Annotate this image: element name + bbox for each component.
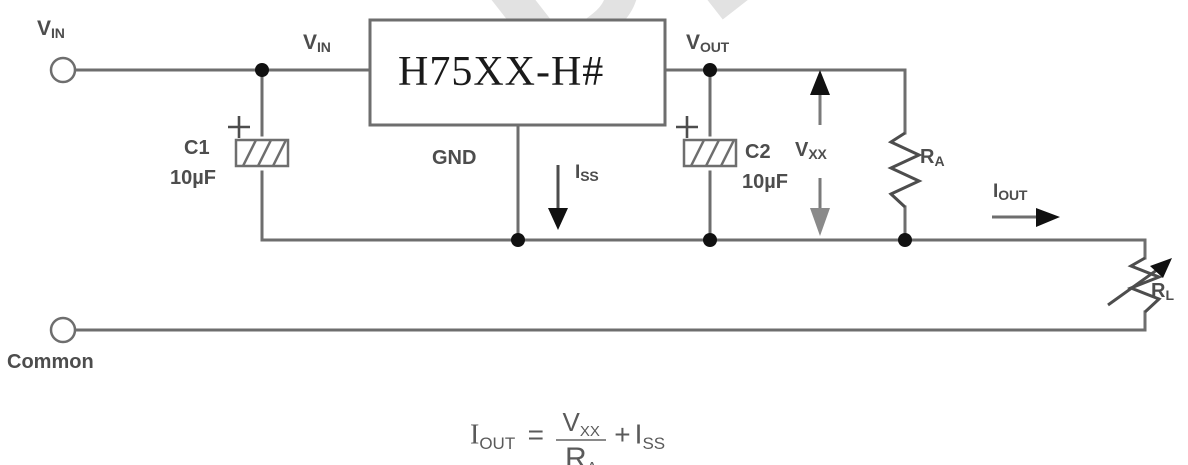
formula-equals: = — [527, 418, 545, 450]
c2-designator-label: C2 — [745, 141, 771, 163]
formula-numerator: V — [562, 407, 580, 437]
formula-fraction-bar — [556, 439, 606, 441]
formula-addend-sub: SS — [642, 433, 666, 453]
ra-designator-label: RA — [920, 146, 945, 169]
vin-pin-label-main: V — [303, 31, 318, 54]
formula-fraction: VXX RA — [556, 407, 606, 465]
formula-plus: + — [614, 418, 631, 450]
iout-label-sub: OUT — [998, 187, 1028, 203]
iss-label-main: I — [575, 162, 581, 183]
vout-pin-label-main: V — [686, 31, 701, 54]
c1-value-label: 10µF — [170, 167, 216, 189]
resistor-rl-symbol — [1107, 256, 1172, 314]
vxx-label-sub: XX — [808, 146, 827, 162]
vin-pin-label: VIN — [303, 31, 331, 55]
vout-pin-label-sub: OUT — [700, 39, 729, 55]
c2-value-label: 10µF — [742, 171, 788, 193]
ic-part-number-text: H75XX-H# — [398, 49, 605, 95]
vxx-voltage-label: VXX — [795, 139, 827, 162]
ra-label-main: R — [920, 146, 935, 168]
iout-label-main: I — [993, 181, 999, 202]
node-gnd-rail — [511, 233, 525, 247]
iout-current-label: IOUT — [993, 181, 1028, 203]
node-vin — [255, 63, 269, 77]
formula-numerator-sub: XX — [579, 423, 600, 440]
gnd-pin-label: GND — [432, 147, 477, 169]
formula-addend: I — [634, 418, 643, 450]
capacitor-c1-symbol — [228, 116, 290, 168]
iss-current-arrow — [548, 165, 568, 230]
vin-pin-label-sub: IN — [317, 39, 331, 55]
rl-label-main: R — [1151, 280, 1166, 302]
common-terminal-label: Common — [7, 351, 94, 373]
vin-source-label-main: V — [37, 17, 52, 40]
node-vout — [703, 63, 717, 77]
formula-denominator: R — [564, 442, 587, 465]
formula-lhs: I — [470, 419, 480, 451]
formula-denominator-sub: A — [587, 460, 598, 465]
vin-source-label-sub: IN — [51, 25, 65, 41]
vxx-voltage-arrow — [810, 70, 830, 236]
rl-label-sub: L — [1165, 287, 1174, 303]
rl-designator-label: RL — [1151, 280, 1174, 303]
formula-lhs-sub: OUT — [479, 433, 516, 453]
vin-source-label: VIN — [37, 17, 65, 41]
common-terminal-circle — [49, 316, 77, 344]
vxx-label-main: V — [795, 139, 809, 161]
formula-numerator-group: VXX — [556, 407, 605, 440]
node-c2-rail — [703, 233, 717, 247]
ic-body-rect — [368, 18, 667, 127]
iss-label-sub: SS — [580, 168, 599, 184]
iout-current-arrow — [992, 208, 1060, 227]
formula-denominator-group: RA — [556, 441, 605, 465]
vout-pin-label: VOUT — [686, 31, 729, 55]
vin-terminal-circle — [49, 56, 77, 84]
node-ra-rail — [898, 233, 912, 247]
output-current-formula: IOUT = VXX RA +ISS — [470, 405, 665, 465]
c1-designator-label: C1 — [184, 137, 210, 159]
rl-wiper-arrowhead — [1150, 258, 1172, 278]
iss-current-label: ISS — [575, 162, 599, 184]
resistor-ra-symbol — [887, 131, 923, 209]
ra-label-sub: A — [934, 153, 945, 169]
capacitor-c2-symbol — [676, 116, 738, 168]
